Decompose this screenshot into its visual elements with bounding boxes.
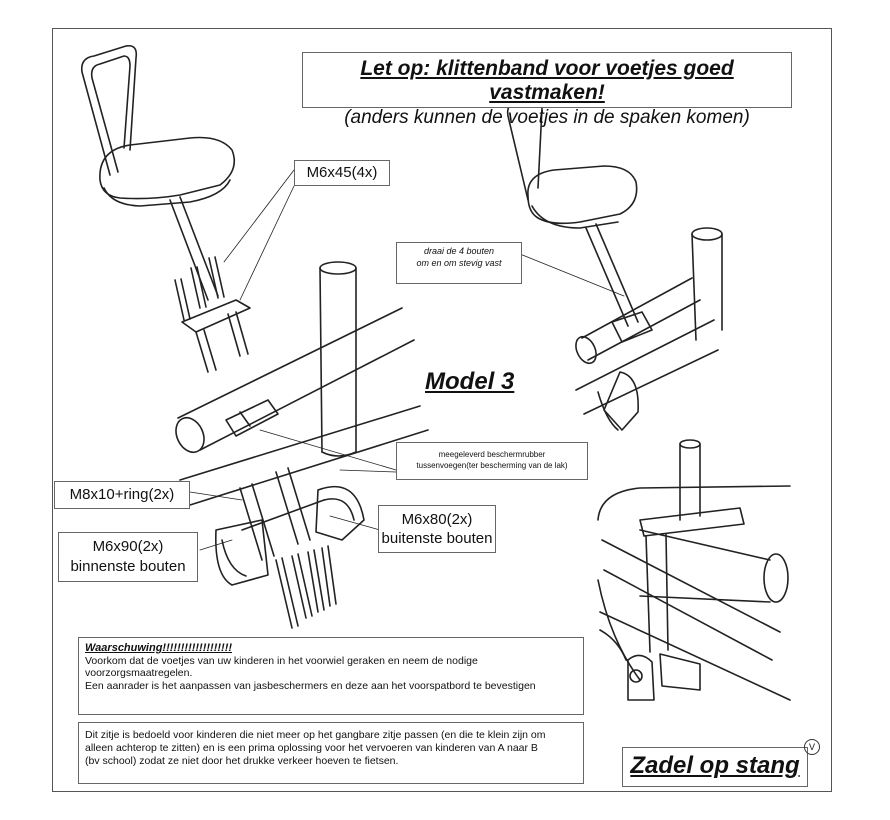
label-rubber: meegeleverd beschermrubber tussenvoegen(… [396, 442, 588, 480]
warning-box: Waarschuwing!!!!!!!!!!!!!!!!!!! Voorkom … [78, 637, 584, 715]
info-line-3: (bv school) zodat ze niet door het drukk… [85, 755, 399, 767]
label-m8x10: M8x10+ring(2x) [54, 481, 190, 509]
label-rubber-line-1: meegeleverd beschermrubber [438, 450, 546, 459]
header-line-1: Let op: klittenband voor voetjes goed va… [360, 57, 734, 104]
header-line-2: (anders kunnen de voetjes in de spaken k… [344, 107, 750, 128]
seat-post-left [169, 196, 219, 301]
brand-mark: V [804, 739, 820, 755]
foot-brackets-left [215, 467, 365, 586]
label-m6x80-line-2: buitenste bouten [381, 530, 493, 547]
warning-line-2: voorzorgsmaatregelen. [85, 667, 193, 679]
seat-backrest-left [80, 44, 138, 176]
model-title: Model 3 [425, 368, 515, 395]
seat-right [527, 165, 638, 229]
info-box: Dit zitje is bedoeld voor kinderen die n… [78, 722, 584, 784]
seat-post-right [585, 223, 639, 327]
frame-tube-top-left [175, 307, 415, 454]
label-rubber-line-2: tussenvoegen(ter bescherming van de lak) [416, 461, 568, 470]
tube-clamp-left [225, 399, 279, 437]
info-line-1: Dit zitje is bedoeld voor kinderen die n… [85, 729, 546, 741]
label-draai: draai de 4 bouten om en om stevig vast [396, 242, 522, 284]
product-title: Zadel op stang [622, 747, 808, 787]
warning-header: Let op: klittenband voor voetjes goed va… [302, 52, 792, 128]
label-m8x10-text: M8x10+ring(2x) [69, 486, 175, 503]
label-m6x80-line-1: M6x80(2x) [401, 511, 473, 528]
label-m6x90: M6x90(2x) binnenste bouten [58, 532, 198, 582]
clamp-plate-left [181, 299, 251, 373]
bolts-m6x45 [174, 256, 225, 321]
bolts-lower [275, 545, 337, 629]
label-draai-line-1: draai de 4 bouten [423, 246, 495, 256]
detail-view [597, 439, 791, 701]
label-m6x80: M6x80(2x) buitenste bouten [378, 505, 496, 553]
warning-line-1: Voorkom dat de voetjes van uw kinderen i… [85, 654, 478, 667]
label-m6x45: M6x45(4x) [294, 160, 390, 186]
warning-title: Waarschuwing!!!!!!!!!!!!!!!!!!! [85, 642, 233, 654]
frame-right [575, 227, 723, 431]
frame-tube-bottom-left [179, 405, 429, 506]
head-tube-left [319, 261, 357, 457]
product-title-text: Zadel op stang [630, 752, 800, 779]
info-line-2: alleen achterop te zitten) en is een pri… [85, 742, 538, 754]
seat-left [99, 136, 236, 207]
label-m6x90-line-2: binnenste bouten [70, 558, 186, 575]
label-m6x90-line-1: M6x90(2x) [92, 538, 164, 555]
label-m6x45-text: M6x45(4x) [306, 164, 378, 181]
warning-line-3: Een aanrader is het aanpassen van jasbes… [85, 679, 536, 692]
label-draai-line-2: om en om stevig vast [416, 258, 502, 268]
